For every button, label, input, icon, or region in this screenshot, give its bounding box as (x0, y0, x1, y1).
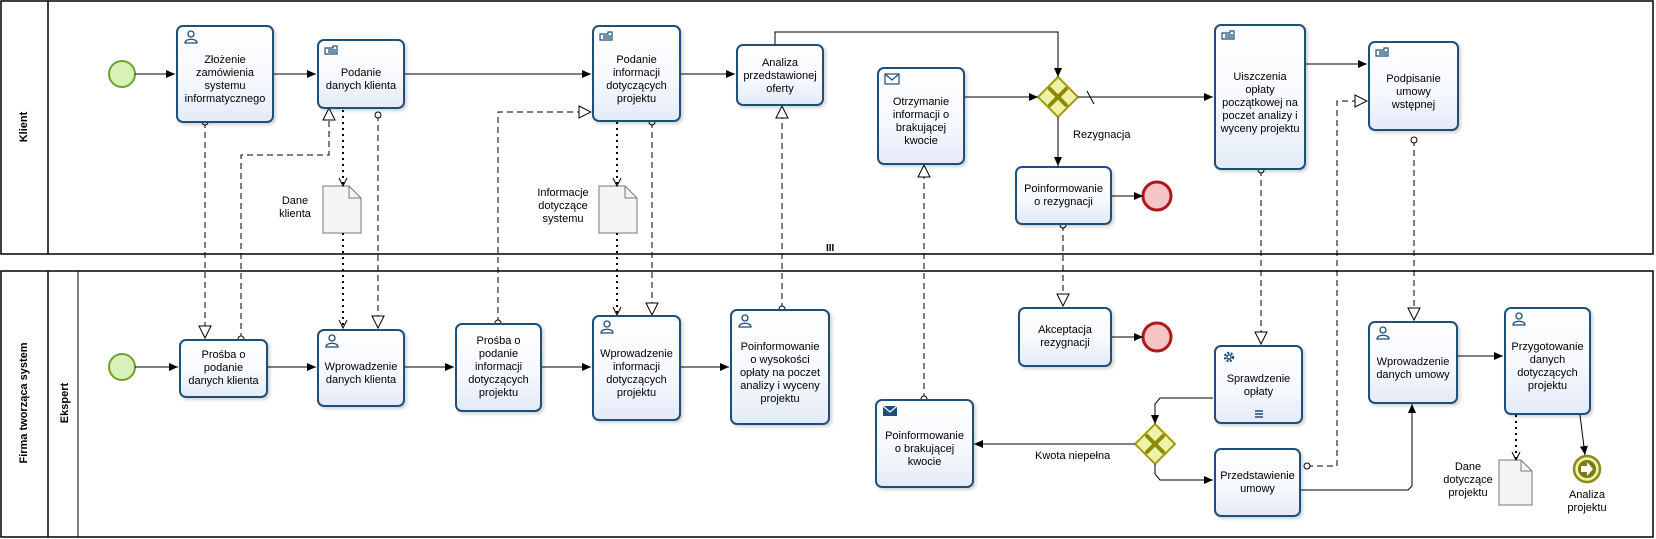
lane-label-ekspert: Ekspert (59, 382, 71, 424)
task-label: Podanie danych klienta (325, 67, 397, 92)
message-flows (205, 101, 1414, 466)
data-object-label-dane-klienta: Dane klienta (279, 195, 311, 220)
manual-icon (1375, 46, 1391, 60)
task-label: Przygotowanie danych dotyczących projekt… (1511, 341, 1584, 392)
user-icon (1511, 312, 1527, 326)
task-prosba-o-dane[interactable]: Prośba o podanie danych klienta (179, 339, 268, 398)
task-podanie-informacji[interactable]: Podanie informacji dotyczących projektu (592, 25, 681, 122)
gateway-decyzja (1036, 75, 1080, 119)
data-object-dane-projektu (1498, 459, 1533, 506)
user-icon (324, 334, 340, 348)
task-label: Uiszczenia opłaty początkowej na poczet … (1220, 70, 1300, 135)
manual-icon (324, 44, 340, 58)
task-label: Wprowadzenie informacji dotyczących proj… (600, 348, 673, 399)
data-object-label-informacje: Informacje dotyczące systemu (537, 187, 589, 225)
task-wprowadzenie-danych-umowy[interactable]: Wprowadzenie danych umowy (1368, 321, 1458, 404)
end-event-akceptacja (1141, 321, 1173, 353)
gateway-kwota (1133, 422, 1177, 466)
data-associations (343, 110, 1516, 460)
task-podpisanie-umowy[interactable]: Podpisanie umowy wstępnej (1368, 41, 1459, 131)
envelope-icon (884, 72, 900, 86)
task-wprowadzenie-informacji[interactable]: Wprowadzenie informacji dotyczących proj… (592, 315, 681, 421)
task-label: Wprowadzenie danych umowy (1376, 355, 1450, 381)
task-label: Wprowadzenie danych klienta (324, 361, 398, 386)
task-akceptacja-rezygnacji[interactable]: Akceptacja rezygnacji (1018, 307, 1112, 367)
task-wprowadzenie-danych-klienta[interactable]: Wprowadzenie danych klienta (317, 329, 405, 407)
task-sprawdzenie-oplaty[interactable]: Sprawdzenie opłaty (1214, 345, 1303, 424)
task-label: Analiza przedstawionej oferty (743, 56, 817, 95)
collapsed-marker: III (826, 243, 835, 254)
pool-label-klient: Klient (18, 111, 30, 143)
data-object-informacje (598, 185, 638, 234)
task-prosba-o-informacje[interactable]: Prośba o podanie informacji dotyczących … (455, 323, 542, 412)
user-icon (737, 314, 753, 328)
task-poinformowanie-rezygnacji[interactable]: Poinformowanie o rezygnacji (1015, 166, 1112, 225)
flow-label-rezygnacja: Rezygnacja (1073, 129, 1131, 141)
task-zlozenie-zamowienia[interactable]: Złożenie zamówienia systemu informatyczn… (176, 25, 274, 123)
manual-icon (599, 30, 615, 44)
end-event-label-analiza: Analiza projektu (1567, 489, 1607, 514)
task-label: Złożenie zamówienia systemu informatyczn… (184, 54, 266, 105)
multi-instance-icon (1254, 409, 1264, 419)
manual-icon (1221, 29, 1237, 43)
envelope-filled-icon (882, 404, 898, 418)
user-icon (1375, 326, 1391, 340)
data-object-dane-klienta (322, 185, 362, 234)
task-label: Podanie informacji dotyczących projektu (606, 53, 667, 105)
data-object-label-dane-projektu: Dane dotyczące projektu (1443, 461, 1493, 499)
link-end-event (1572, 454, 1602, 484)
task-analiza-oferty[interactable]: Analiza przedstawionej oferty (736, 44, 824, 106)
pool-label-firma: Firma tworząca system (18, 342, 30, 464)
task-label: Otrzymanie informacji o brakującej kwoci… (892, 96, 950, 147)
start-event-ekspert (108, 353, 136, 381)
task-przedstawienie-umowy[interactable]: Przedstawienie umowy (1214, 448, 1301, 517)
task-label: Prośba o podanie informacji dotyczących … (468, 335, 529, 399)
gear-icon (1221, 350, 1237, 364)
task-podanie-danych-klienta[interactable]: Podanie danych klienta (317, 39, 405, 109)
task-poinformowanie-o-kwocie[interactable]: Poinformowanie o brakującej kwocie (875, 399, 974, 488)
task-label: Akceptacja rezygnacji (1038, 324, 1092, 349)
task-label: Przedstawienie umowy (1220, 469, 1295, 495)
task-poinformowanie-o-wysokosci[interactable]: Poinformowanie o wysokości opłaty na poc… (730, 309, 830, 425)
task-przygotowanie-danych[interactable]: Przygotowanie danych dotyczących projekt… (1504, 307, 1591, 415)
user-icon (599, 320, 615, 334)
task-label: Poinformowanie o wysokości opłaty na poc… (739, 340, 821, 405)
task-otrzymanie-informacji[interactable]: Otrzymanie informacji o brakującej kwoci… (877, 67, 965, 165)
user-icon (183, 30, 199, 44)
task-label: Poinformowanie o rezygnacji (1024, 182, 1103, 208)
task-uiszczenie-oplaty[interactable]: Uiszczenia opłaty początkowej na poczet … (1214, 24, 1306, 170)
flow-label-kwota-niepelna: Kwota niepełna (1035, 450, 1111, 462)
start-event-klient (108, 60, 136, 88)
end-event-rezygnacja (1141, 180, 1173, 212)
task-label: Sprawdzenie opłaty (1226, 372, 1291, 398)
task-label: Poinformowanie o brakującej kwocie (885, 430, 964, 468)
task-label: Prośba o podanie danych klienta (188, 349, 259, 387)
task-label: Podpisanie umowy wstępnej (1386, 72, 1441, 111)
sequence-flows (135, 31, 1588, 491)
